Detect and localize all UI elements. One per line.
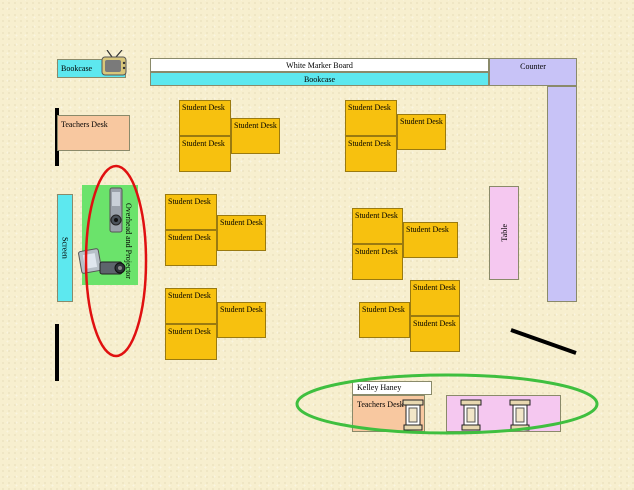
kelley-haney-nameplate: Kelley Haney xyxy=(352,381,432,395)
student-desk: Student Desk xyxy=(217,302,266,338)
teachers-desk-left: Teachers Desk xyxy=(57,115,130,151)
green-oval-highlight xyxy=(295,373,599,435)
student-desk: Student Desk xyxy=(345,100,397,136)
wall-segment-bottom-left xyxy=(55,324,59,381)
white-marker-board: White Marker Board xyxy=(150,58,489,72)
bookcase-top-label: Bookcase xyxy=(303,74,336,84)
student-desk: Student Desk xyxy=(403,222,458,258)
table: Table xyxy=(489,186,519,280)
student-desk: Student Desk xyxy=(352,244,403,280)
tv-icon xyxy=(101,50,127,76)
student-desk: Student Desk xyxy=(397,114,446,150)
student-desk: Student Desk xyxy=(359,302,410,338)
student-desk: Student Desk xyxy=(410,280,460,316)
student-desk: Student Desk xyxy=(179,136,231,172)
teachers-desk-bottom-label: Teachers Desk xyxy=(357,400,404,409)
student-desk: Student Desk xyxy=(165,288,217,324)
overhead-projector-label: Overhead and Projector xyxy=(124,203,133,279)
chair-icon xyxy=(402,399,424,431)
overhead-projector-icon xyxy=(109,187,123,233)
student-desk: Student Desk xyxy=(410,316,460,352)
student-desk: Student Desk xyxy=(165,194,217,230)
student-desk: Student Desk xyxy=(352,208,403,244)
student-desk: Student Desk xyxy=(217,215,266,251)
kelley-haney-label: Kelley Haney xyxy=(357,383,402,392)
screen-label: Screen xyxy=(60,237,70,259)
screen: Screen xyxy=(57,194,73,302)
counter-label: Counter xyxy=(520,62,546,71)
chair-icon xyxy=(460,399,482,431)
student-desk: Student Desk xyxy=(345,136,397,172)
student-desk: Student Desk xyxy=(165,230,217,266)
student-desk: Student Desk xyxy=(179,100,231,136)
bookcase-top: Bookcase xyxy=(150,72,489,86)
student-desk: Student Desk xyxy=(165,324,217,360)
table-label: Table xyxy=(499,224,509,242)
chair-icon xyxy=(509,399,531,431)
counter-side xyxy=(547,86,577,302)
red-oval-highlight xyxy=(84,164,148,358)
door-line xyxy=(510,328,577,355)
white-marker-board-label: White Marker Board xyxy=(286,60,353,70)
teachers-desk-left-label: Teachers Desk xyxy=(61,120,108,129)
counter-top: Counter xyxy=(489,58,577,86)
bookcase-top-left-label: Bookcase xyxy=(61,64,93,73)
student-desk: Student Desk xyxy=(231,118,280,154)
